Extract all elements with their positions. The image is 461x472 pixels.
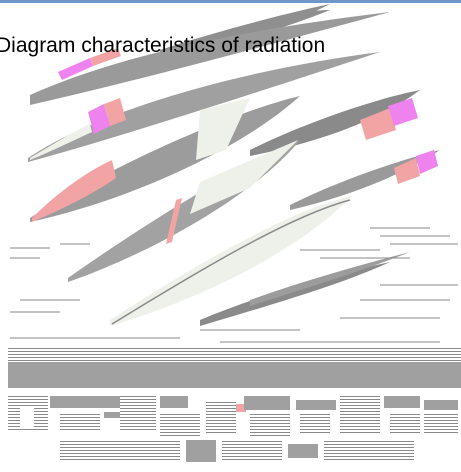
streak-4 <box>250 90 420 156</box>
gray-band <box>8 362 461 388</box>
hatching-mid <box>10 227 458 343</box>
streak-8 <box>200 262 390 326</box>
streak-1-magenta <box>58 58 93 80</box>
streak-4-pink <box>360 108 396 140</box>
hatched-band <box>8 346 461 362</box>
diagram-title: Diagram characteristics of radiation <box>0 34 326 57</box>
streak-6 <box>290 150 440 210</box>
streak-1 <box>30 12 390 105</box>
streak-3-pink <box>32 160 116 222</box>
streak-6-pink <box>394 158 420 184</box>
streak-9 <box>250 252 410 306</box>
streak-2 <box>28 52 380 162</box>
streak-5 <box>68 140 300 282</box>
streak-7 <box>110 196 352 326</box>
streak-3-pale <box>196 98 250 160</box>
streak-3 <box>30 96 300 222</box>
streak-6-magenta <box>416 150 438 174</box>
streak-2-magenta <box>88 104 110 134</box>
streak-5-pink-line <box>166 198 182 244</box>
streak-1-pink <box>90 48 121 66</box>
header-rule <box>0 0 461 3</box>
bottom-texture <box>8 394 458 462</box>
streak-4-magenta <box>388 98 418 126</box>
streak-2-pink <box>104 98 126 126</box>
streak-5-pale <box>190 140 298 214</box>
